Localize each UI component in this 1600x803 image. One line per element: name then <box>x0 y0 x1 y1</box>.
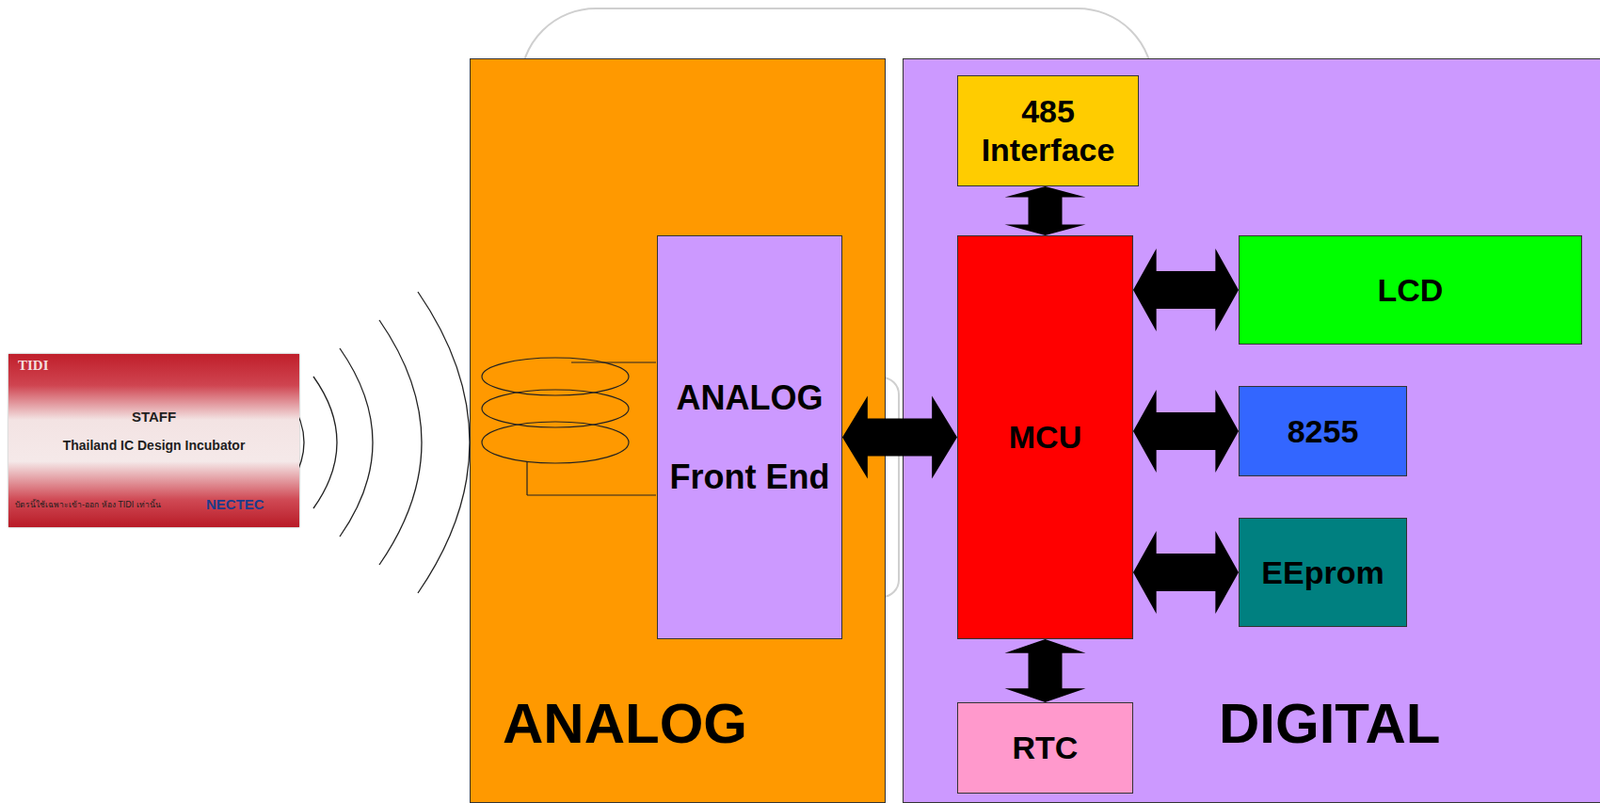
eeprom-block: EEprom <box>1238 517 1408 627</box>
block-label: MCU <box>1008 417 1082 457</box>
card-logo: NECTEC <box>206 496 296 512</box>
coil-loop <box>481 357 629 396</box>
block-label: ANALOG <box>676 377 824 418</box>
double-arrow <box>842 396 958 480</box>
double-arrow <box>1133 530 1239 614</box>
card-title: STAFF <box>8 408 300 425</box>
region-title: ANALOG <box>502 695 748 752</box>
coil-loop <box>481 389 629 428</box>
double-arrow <box>1133 248 1239 332</box>
coil-loop <box>481 421 629 464</box>
radio-wave <box>379 320 422 565</box>
rtc-block: RTC <box>957 702 1134 794</box>
lcd-block: LCD <box>1238 235 1583 345</box>
radio-wave <box>313 376 337 509</box>
mcu-block: MCU <box>957 235 1134 640</box>
analog-region: ANALOG ANALOG Front End <box>469 58 886 803</box>
radio-wave <box>417 291 470 593</box>
block-label: RTC <box>1012 728 1079 768</box>
block-label: 8255 <box>1287 412 1360 451</box>
card-note: บัตรนี้ใช้เฉพาะเข้า-ออก ห้อง TIDI เท่านั… <box>15 500 200 511</box>
digital-region: DIGITAL 485 InterfaceMCU LCD 8255EEpromRTC <box>902 58 1600 803</box>
interface-block: 485 Interface <box>957 75 1139 187</box>
io-chip-block: 8255 <box>1238 385 1408 477</box>
double-arrow <box>1005 639 1087 703</box>
region-title: DIGITAL <box>1218 695 1441 752</box>
front-end-block: ANALOG Front End <box>656 235 843 640</box>
radio-waves <box>289 291 470 593</box>
radio-wave <box>289 400 304 485</box>
double-arrow <box>1005 186 1087 236</box>
block-label: LCD <box>1377 271 1444 310</box>
radio-wave <box>339 348 373 537</box>
coil-wire <box>526 461 528 496</box>
double-arrow <box>1133 389 1239 473</box>
card-logo: TIDI <box>17 357 94 374</box>
block-label: Front End <box>670 456 831 497</box>
coil-wire <box>571 361 656 363</box>
id-card: TIDI STAFF Thailand IC Design Incubator บัต… <box>8 353 300 528</box>
block-label: 485 Interface <box>965 92 1131 170</box>
card-subtitle: Thailand IC Design Incubator <box>8 437 300 453</box>
coil-wire <box>527 494 656 496</box>
antenna-coil <box>481 357 656 496</box>
block-label: EEprom <box>1261 553 1384 592</box>
